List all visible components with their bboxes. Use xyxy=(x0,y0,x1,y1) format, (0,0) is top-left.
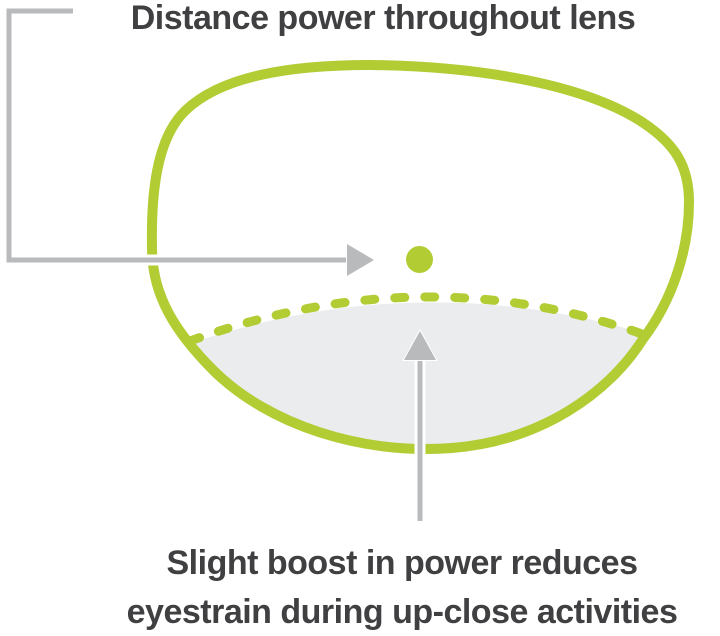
optical-center-dot xyxy=(406,246,433,273)
near-boost-caption-line2: eyestrain during up-close activities xyxy=(126,593,678,631)
distance-label-connector xyxy=(3,5,376,278)
near-boost-caption-line1: Slight boost in power reduces xyxy=(166,544,638,582)
connector-line xyxy=(6,8,348,263)
near-zone-pointer xyxy=(402,328,438,523)
arrow-up-icon xyxy=(402,328,438,361)
near-zone-boundary-dashed-line xyxy=(185,292,650,346)
near-boost-caption: Slight boost in power reduces eyestrain … xyxy=(127,539,678,636)
distance-power-label: Distance power throughout lens xyxy=(130,0,636,37)
arrow-right-icon xyxy=(346,242,376,278)
lens-outline xyxy=(146,59,695,454)
